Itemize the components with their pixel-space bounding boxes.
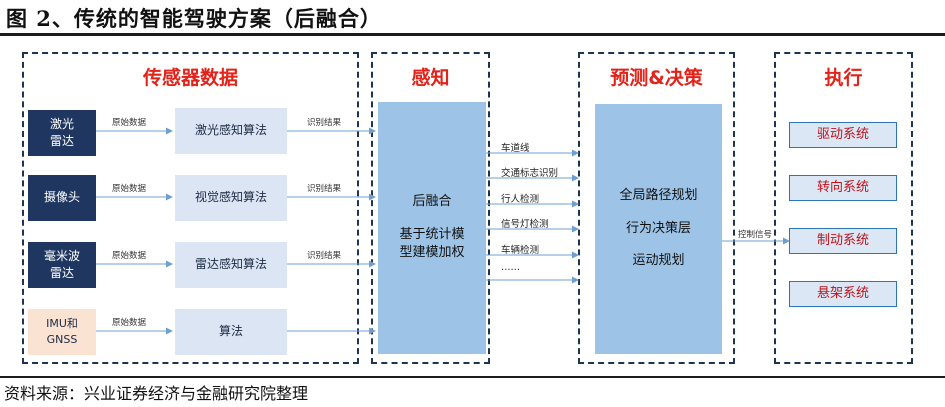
exec-steering-system: 转向系统 — [789, 175, 897, 201]
fusion-title: 后融合 — [412, 193, 452, 209]
fusion-output-1: 车道线 — [501, 143, 530, 154]
sensor-camera: 摄像头 — [28, 175, 96, 221]
planning-line3: 运动规划 — [632, 253, 685, 269]
planning-line1: 全局路径规划 — [619, 187, 698, 203]
result-label-1: 识别结果 — [307, 118, 342, 128]
top-rule — [0, 33, 945, 36]
fusion-box: 后融合 基于统计模 型建模加权 — [378, 102, 486, 354]
sensor-radar-line2: 雷达 — [49, 266, 74, 280]
algo-imu: 算法 — [175, 309, 287, 355]
fusion-output-6: …… — [501, 262, 520, 273]
fusion-output-5: 车辆检测 — [501, 245, 540, 256]
algo-vision: 视觉感知算法 — [175, 175, 287, 221]
result-label-3: 识别结果 — [307, 251, 342, 261]
fusion-output-2: 交通标志识别 — [501, 168, 559, 179]
algo-lidar: 激光感知算法 — [175, 108, 287, 154]
fusion-desc-line2: 型建模加权 — [399, 245, 465, 261]
bottom-rule — [0, 376, 945, 378]
execution-frame — [774, 52, 913, 364]
sensor-lidar-line2: 雷达 — [49, 134, 74, 148]
sensor-data-frame — [22, 52, 359, 364]
raw-data-label-1: 原始数据 — [112, 118, 147, 128]
sensor-lidar-line1: 激光 — [49, 116, 74, 131]
raw-data-label-4: 原始数据 — [112, 318, 147, 328]
sensor-camera-label: 摄像头 — [43, 190, 80, 205]
planning-line2: 行为决策层 — [625, 220, 691, 236]
perception-title: 感知 — [411, 67, 450, 89]
raw-data-label-3: 原始数据 — [112, 251, 147, 261]
result-label-2: 识别结果 — [307, 184, 342, 194]
algo-radar: 雷达感知算法 — [175, 242, 287, 288]
control-signal-label: 控制信号 — [738, 230, 773, 240]
exec-suspension-system: 悬架系统 — [789, 281, 897, 307]
sensor-data-title: 传感器数据 — [142, 67, 238, 89]
exec-brake-system: 制动系统 — [789, 228, 897, 254]
source-note: 资料来源：兴业证券经济与金融研究院整理 — [4, 384, 309, 403]
sensor-imu-line1: IMU和 — [46, 317, 78, 331]
perception-frame — [371, 52, 490, 364]
sensor-lidar: 激光 雷达 — [28, 110, 96, 156]
exec-drive-system: 驱动系统 — [789, 122, 897, 148]
fusion-desc-line1: 基于统计模 — [399, 226, 465, 242]
prediction-decision-frame — [578, 52, 735, 364]
sensor-radar-line1: 毫米波 — [43, 248, 80, 263]
planning-box: 全局路径规划 行为决策层 运动规划 — [595, 104, 722, 354]
execution-title: 执行 — [824, 67, 863, 89]
fusion-output-4: 信号灯检测 — [501, 219, 549, 230]
raw-data-label-2: 原始数据 — [112, 184, 147, 194]
prediction-decision-title: 预测&决策 — [610, 67, 703, 89]
sensor-imu-gnss: IMU和 GNSS — [28, 309, 96, 355]
sensor-imu-line2: GNSS — [46, 333, 78, 346]
fusion-output-3: 行人检测 — [501, 194, 540, 205]
sensor-radar: 毫米波 雷达 — [28, 242, 96, 288]
figure-title: 图 2、传统的智能驾驶方案（后融合） — [6, 6, 382, 31]
